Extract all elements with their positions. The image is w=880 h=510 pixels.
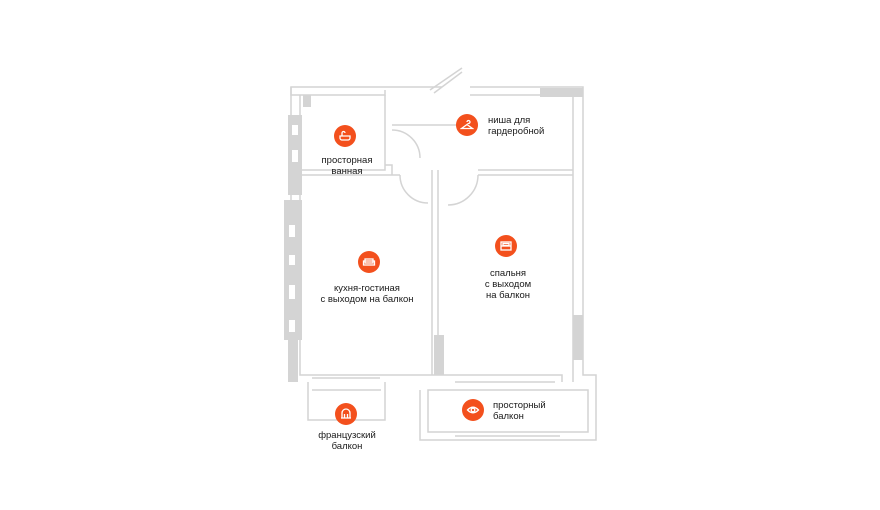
wall-block xyxy=(573,315,583,360)
entrance-door xyxy=(433,71,463,94)
wall-block xyxy=(284,200,302,340)
door-arc xyxy=(391,129,421,159)
bathroom-wall xyxy=(385,164,393,175)
sofa-icon xyxy=(358,251,380,273)
wall-block xyxy=(288,340,298,382)
bed-icon xyxy=(495,235,517,257)
outer-wall xyxy=(290,87,386,96)
bathtub-icon xyxy=(334,125,356,147)
bathroom-wall xyxy=(300,95,386,171)
wall-block xyxy=(434,335,444,375)
balcony-frame xyxy=(427,389,589,433)
eye-icon xyxy=(462,399,484,421)
wall-block xyxy=(540,88,583,97)
door-arc xyxy=(447,174,479,206)
outer-wall xyxy=(470,94,574,382)
outer-wall xyxy=(419,86,597,441)
door-arc xyxy=(399,174,429,204)
wall-block xyxy=(303,95,311,107)
outer-wall xyxy=(290,86,442,382)
entrance-door xyxy=(429,67,463,91)
hanger-icon xyxy=(456,114,478,136)
railing-icon xyxy=(335,403,357,425)
